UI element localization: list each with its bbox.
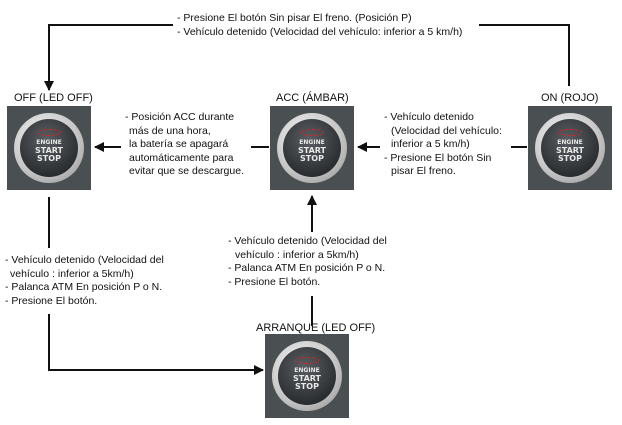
- button-text-engine: ENGINE: [557, 139, 583, 146]
- engine-start-stop-button-on: ENGINE START STOP: [528, 106, 612, 190]
- transition-on-to-acc: - Vehículo detenido (Velocidad del vehíc…: [384, 111, 502, 179]
- button-text-engine: ENGINE: [294, 367, 320, 374]
- button-text-stop: STOP: [295, 382, 319, 391]
- transition-line: vehículo : inferior a 5km/h): [10, 267, 134, 280]
- transition-on-to-off: - Presione El botón Sin pisar El freno. …: [177, 12, 462, 39]
- transition-line: más de una hora,: [129, 124, 211, 137]
- button-text-stop: STOP: [37, 154, 61, 163]
- transition-line: - Vehículo detenido (Velocidad del: [5, 254, 164, 266]
- arrow-on-to-off: [479, 24, 570, 86]
- state-label-on: ON (ROJO): [541, 92, 599, 104]
- engine-start-stop-button-start: ENGINE START STOP: [265, 334, 349, 418]
- transition-line: - Vehículo detenido (Velocidad del: [228, 235, 387, 247]
- button-text-stop: STOP: [558, 154, 582, 163]
- transition-line: - Palanca ATM En posición P o N.: [228, 262, 386, 275]
- transition-line: - Presione El botón Sin: [384, 151, 492, 164]
- button-text-engine: ENGINE: [299, 139, 325, 146]
- state-label-start: ARRANQUE (LED OFF): [256, 322, 376, 334]
- state-label-acc: ACC (ÁMBAR): [276, 92, 349, 104]
- led-indicator-icon: [300, 129, 324, 136]
- transition-line: - Palanca ATM En posición P o N.: [5, 281, 163, 294]
- transition-line: - Vehículo detenido: [384, 111, 474, 123]
- button-text-start: START: [555, 146, 585, 155]
- button-text-engine: ENGINE: [36, 139, 62, 146]
- arrow-on-to-off-head: [44, 24, 173, 91]
- engine-start-stop-button-off: ENGINE START STOP: [7, 106, 91, 190]
- button-text-start: START: [34, 146, 64, 155]
- led-indicator-icon: [37, 129, 61, 136]
- transition-line: automáticamente para: [129, 151, 234, 164]
- transition-line: (Velocidad del vehículo:: [391, 124, 502, 137]
- transition-start-to-acc: - Vehículo detenido (Velocidad del vehíc…: [228, 235, 387, 289]
- transition-line: - Vehículo detenido (Velocidad del vehíc…: [177, 25, 463, 38]
- transition-line: vehículo : inferior a 5km/h): [235, 248, 359, 261]
- transition-line: - Presione El botón Sin pisar El freno. …: [177, 12, 412, 24]
- transition-acc-to-off: - Posición ACC durante más de una hora, …: [125, 111, 244, 179]
- transition-off-to-start: - Vehículo detenido (Velocidad del vehíc…: [5, 254, 164, 308]
- transition-line: - Presione El botón.: [5, 294, 98, 307]
- transition-line: pisar El freno.: [391, 165, 456, 178]
- led-indicator-icon: [295, 357, 319, 364]
- button-text-start: START: [297, 146, 327, 155]
- arrow-off-to-start-b: [48, 314, 264, 375]
- button-text-start: START: [292, 374, 322, 383]
- transition-line: la batería se apagará: [129, 138, 229, 151]
- engine-start-stop-button-acc: ENGINE START STOP: [270, 106, 354, 190]
- transition-line: - Presione El botón.: [228, 275, 321, 288]
- transition-line: inferior a 5 km/h): [391, 138, 470, 151]
- transition-line: - Posición ACC durante: [125, 111, 235, 123]
- state-label-off: OFF (LED OFF): [14, 92, 93, 104]
- transition-line: evitar que se descargue.: [129, 165, 244, 178]
- button-text-stop: STOP: [300, 154, 324, 163]
- led-indicator-icon: [558, 129, 582, 136]
